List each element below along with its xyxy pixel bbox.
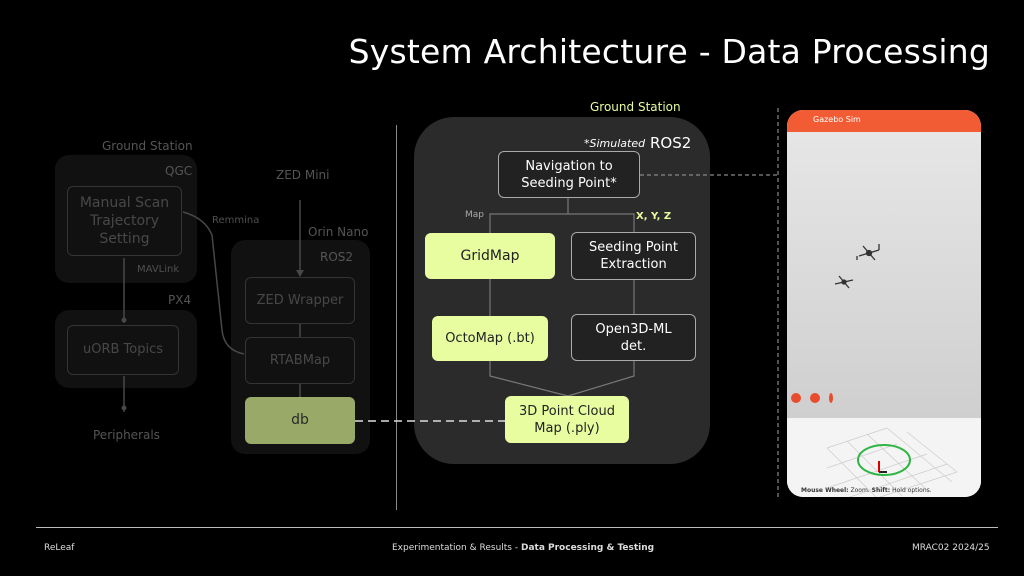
footer-center-prefix: Experimentation & Results - (392, 543, 521, 553)
seeding-extraction-box: Seeding Point Extraction (571, 232, 696, 280)
footer-center-bold: Data Processing & Testing (520, 543, 655, 553)
footer-center: Experimentation & Results - Data Process… (392, 543, 654, 553)
left-ros2-label: ROS2 (320, 250, 354, 264)
octomap-box: OctoMap (.bt) (432, 316, 548, 361)
peripherals-label: Peripherals (93, 428, 160, 442)
footer-left: ReLeaf (44, 543, 75, 553)
ground-station-label: Ground Station (102, 139, 193, 153)
vertical-divider (396, 125, 397, 510)
sim-viewport[interactable] (787, 132, 981, 418)
gazebo-title: Gazebo Sim (813, 115, 861, 124)
drone-icons (834, 244, 880, 289)
zed-wrapper-box: ZED Wrapper (245, 277, 355, 324)
px4-panel (55, 310, 197, 388)
grid-drawing (826, 427, 958, 497)
gs-ros2-label: ROS2 (650, 134, 692, 152)
qgc-panel (55, 155, 197, 283)
simulated-label: *Simulated (584, 137, 646, 150)
grid-viewport[interactable]: Mouse Wheel: Zoom. Shift: Hold options. (787, 418, 981, 497)
point-cloud-box: 3D Point Cloud Map (.ply) (505, 396, 629, 443)
footer-divider (36, 527, 998, 528)
gs-label: Ground Station (590, 100, 681, 114)
pause-icon[interactable] (791, 393, 801, 403)
px4-label: PX4 (168, 293, 192, 307)
navigation-box: Navigation to Seeding Point* (498, 151, 640, 198)
left-architecture: Ground Station QGC Manual Scan Trajector… (0, 0, 400, 576)
mavlink-label: MAVLink (137, 264, 180, 275)
page-title: System Architecture - Data Processing (348, 32, 990, 71)
gazebo-header: Gazebo Sim (787, 110, 981, 132)
stop-icon[interactable] (810, 393, 820, 403)
remmina-label: Remmina (212, 215, 260, 226)
viewport-hint: Mouse Wheel: Zoom. Shift: Hold options. (801, 487, 932, 494)
qgc-label: QGC (165, 164, 193, 178)
gridmap-box: GridMap (425, 233, 555, 279)
db-box: db (245, 397, 355, 444)
map-label: Map (465, 210, 484, 220)
uorb-box: uORB Topics (67, 325, 179, 375)
gazebo-sim-window: Gazebo Sim (787, 110, 981, 497)
open3d-box: Open3D-ML det. (571, 314, 696, 361)
zed-mini-label: ZED Mini (276, 168, 330, 182)
xyz-label: X, Y, Z (636, 211, 672, 222)
step-icon[interactable] (829, 393, 833, 403)
footer-right: MRAC02 2024/25 (912, 543, 990, 553)
manual-scan-box: Manual Scan Trajectory Setting (67, 186, 182, 256)
orin-nano-label: Orin Nano (308, 225, 369, 239)
left-connectors (121, 200, 304, 412)
rtabmap-box: RTABMap (245, 337, 355, 384)
